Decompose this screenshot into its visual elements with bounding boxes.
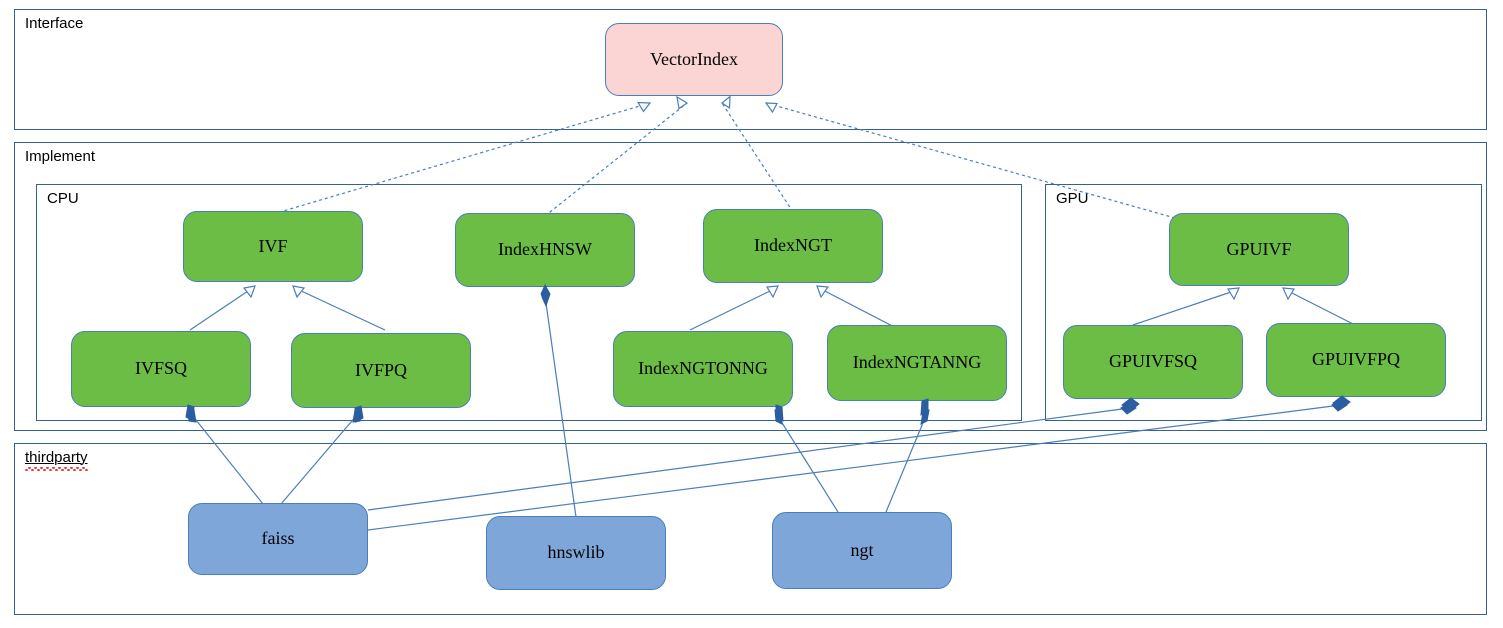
- node-ivf[interactable]: IVF: [183, 211, 363, 282]
- arrowhead-indexngtonng-composition: [775, 404, 784, 422]
- node-gpuivf[interactable]: GPUIVF: [1169, 213, 1349, 286]
- edge-indexngt-to-vectorindex: [720, 95, 794, 213]
- edge-indexngtonng-to-indexngt: [689, 285, 779, 331]
- group-interface-label: Interface: [25, 15, 84, 32]
- node-hnswlib[interactable]: hnswlib: [486, 516, 666, 590]
- node-ngt[interactable]: ngt: [772, 512, 952, 589]
- node-faiss[interactable]: faiss: [188, 503, 368, 575]
- edge-ivf-to-vectorindex: [272, 101, 652, 215]
- group-thirdparty: thirdparty: [14, 443, 1487, 615]
- node-indexngtonng[interactable]: IndexNGTONNG: [613, 331, 793, 407]
- node-faiss-label: faiss: [261, 528, 295, 549]
- node-gpuivfsq-label: GPUIVFSQ: [1108, 351, 1198, 372]
- node-ivf-label: IVF: [258, 235, 288, 256]
- node-gpuivfpq-label: GPUIVFPQ: [1311, 349, 1401, 370]
- node-indexngtanng-label: IndexNGTANNG: [852, 352, 982, 373]
- node-hnswlib-label: hnswlib: [547, 542, 605, 563]
- node-gpuivfsq[interactable]: GPUIVFSQ: [1063, 325, 1243, 399]
- group-interface: Interface: [14, 9, 1487, 130]
- group-gpu-label: GPU: [1056, 190, 1089, 207]
- arrowhead-gpuivfsq-composition: [1121, 397, 1140, 412]
- edge-gpuivfpq-to-gpuivf: [1282, 287, 1356, 326]
- node-ivfsq-label: IVFSQ: [134, 358, 187, 379]
- edge-gpuivf-to-vectorindex: [764, 102, 1176, 219]
- node-indexhnsw[interactable]: IndexHNSW: [455, 213, 635, 287]
- group-implement: Implement: [14, 142, 1487, 431]
- group-implement-label: Implement: [25, 148, 96, 165]
- node-gpuivfpq[interactable]: GPUIVFPQ: [1266, 323, 1446, 397]
- node-ivfpq[interactable]: IVFPQ: [291, 333, 471, 408]
- group-cpu-label: CPU: [47, 190, 79, 207]
- group-gpu: GPU: [1045, 184, 1482, 421]
- node-indexngtonng-label: IndexNGTONNG: [638, 358, 768, 379]
- group-cpu: CPU: [36, 184, 1022, 421]
- edge-gpuivfsq-to-gpuivf: [1132, 287, 1240, 326]
- node-gpuivf-label: GPUIVF: [1226, 238, 1292, 259]
- edge-indexhnsw-to-vectorindex: [544, 95, 689, 217]
- arrowhead-indexhnsw-composition: [540, 283, 551, 307]
- arrowhead-gpuivfpq-composition: [1332, 395, 1351, 410]
- arrowhead-indexngtanng-composition: [920, 398, 929, 416]
- node-ivfpq-label: IVFPQ: [354, 359, 407, 380]
- node-indexngt-label: IndexNGT: [754, 235, 832, 256]
- node-indexhnsw-label: IndexHNSW: [498, 239, 592, 260]
- edge-ivfsq-to-ivf: [189, 285, 256, 331]
- node-ngt-label: ngt: [850, 539, 874, 560]
- node-vectorindex-label: VectorIndex: [650, 48, 738, 69]
- arrowhead-ivfpq-composition: [354, 405, 364, 423]
- edge-ivfpq-to-ivf: [292, 285, 386, 331]
- arrowhead-ivfsq-composition: [185, 404, 195, 422]
- node-vectorindex[interactable]: VectorIndex: [605, 23, 783, 96]
- edge-indexngtanng-to-indexngt: [816, 285, 901, 331]
- group-thirdparty-label: thirdparty: [25, 449, 88, 471]
- node-indexngt[interactable]: IndexNGT: [703, 209, 883, 283]
- node-indexngtanng[interactable]: IndexNGTANNG: [827, 325, 1007, 401]
- node-ivfsq[interactable]: IVFSQ: [71, 331, 251, 407]
